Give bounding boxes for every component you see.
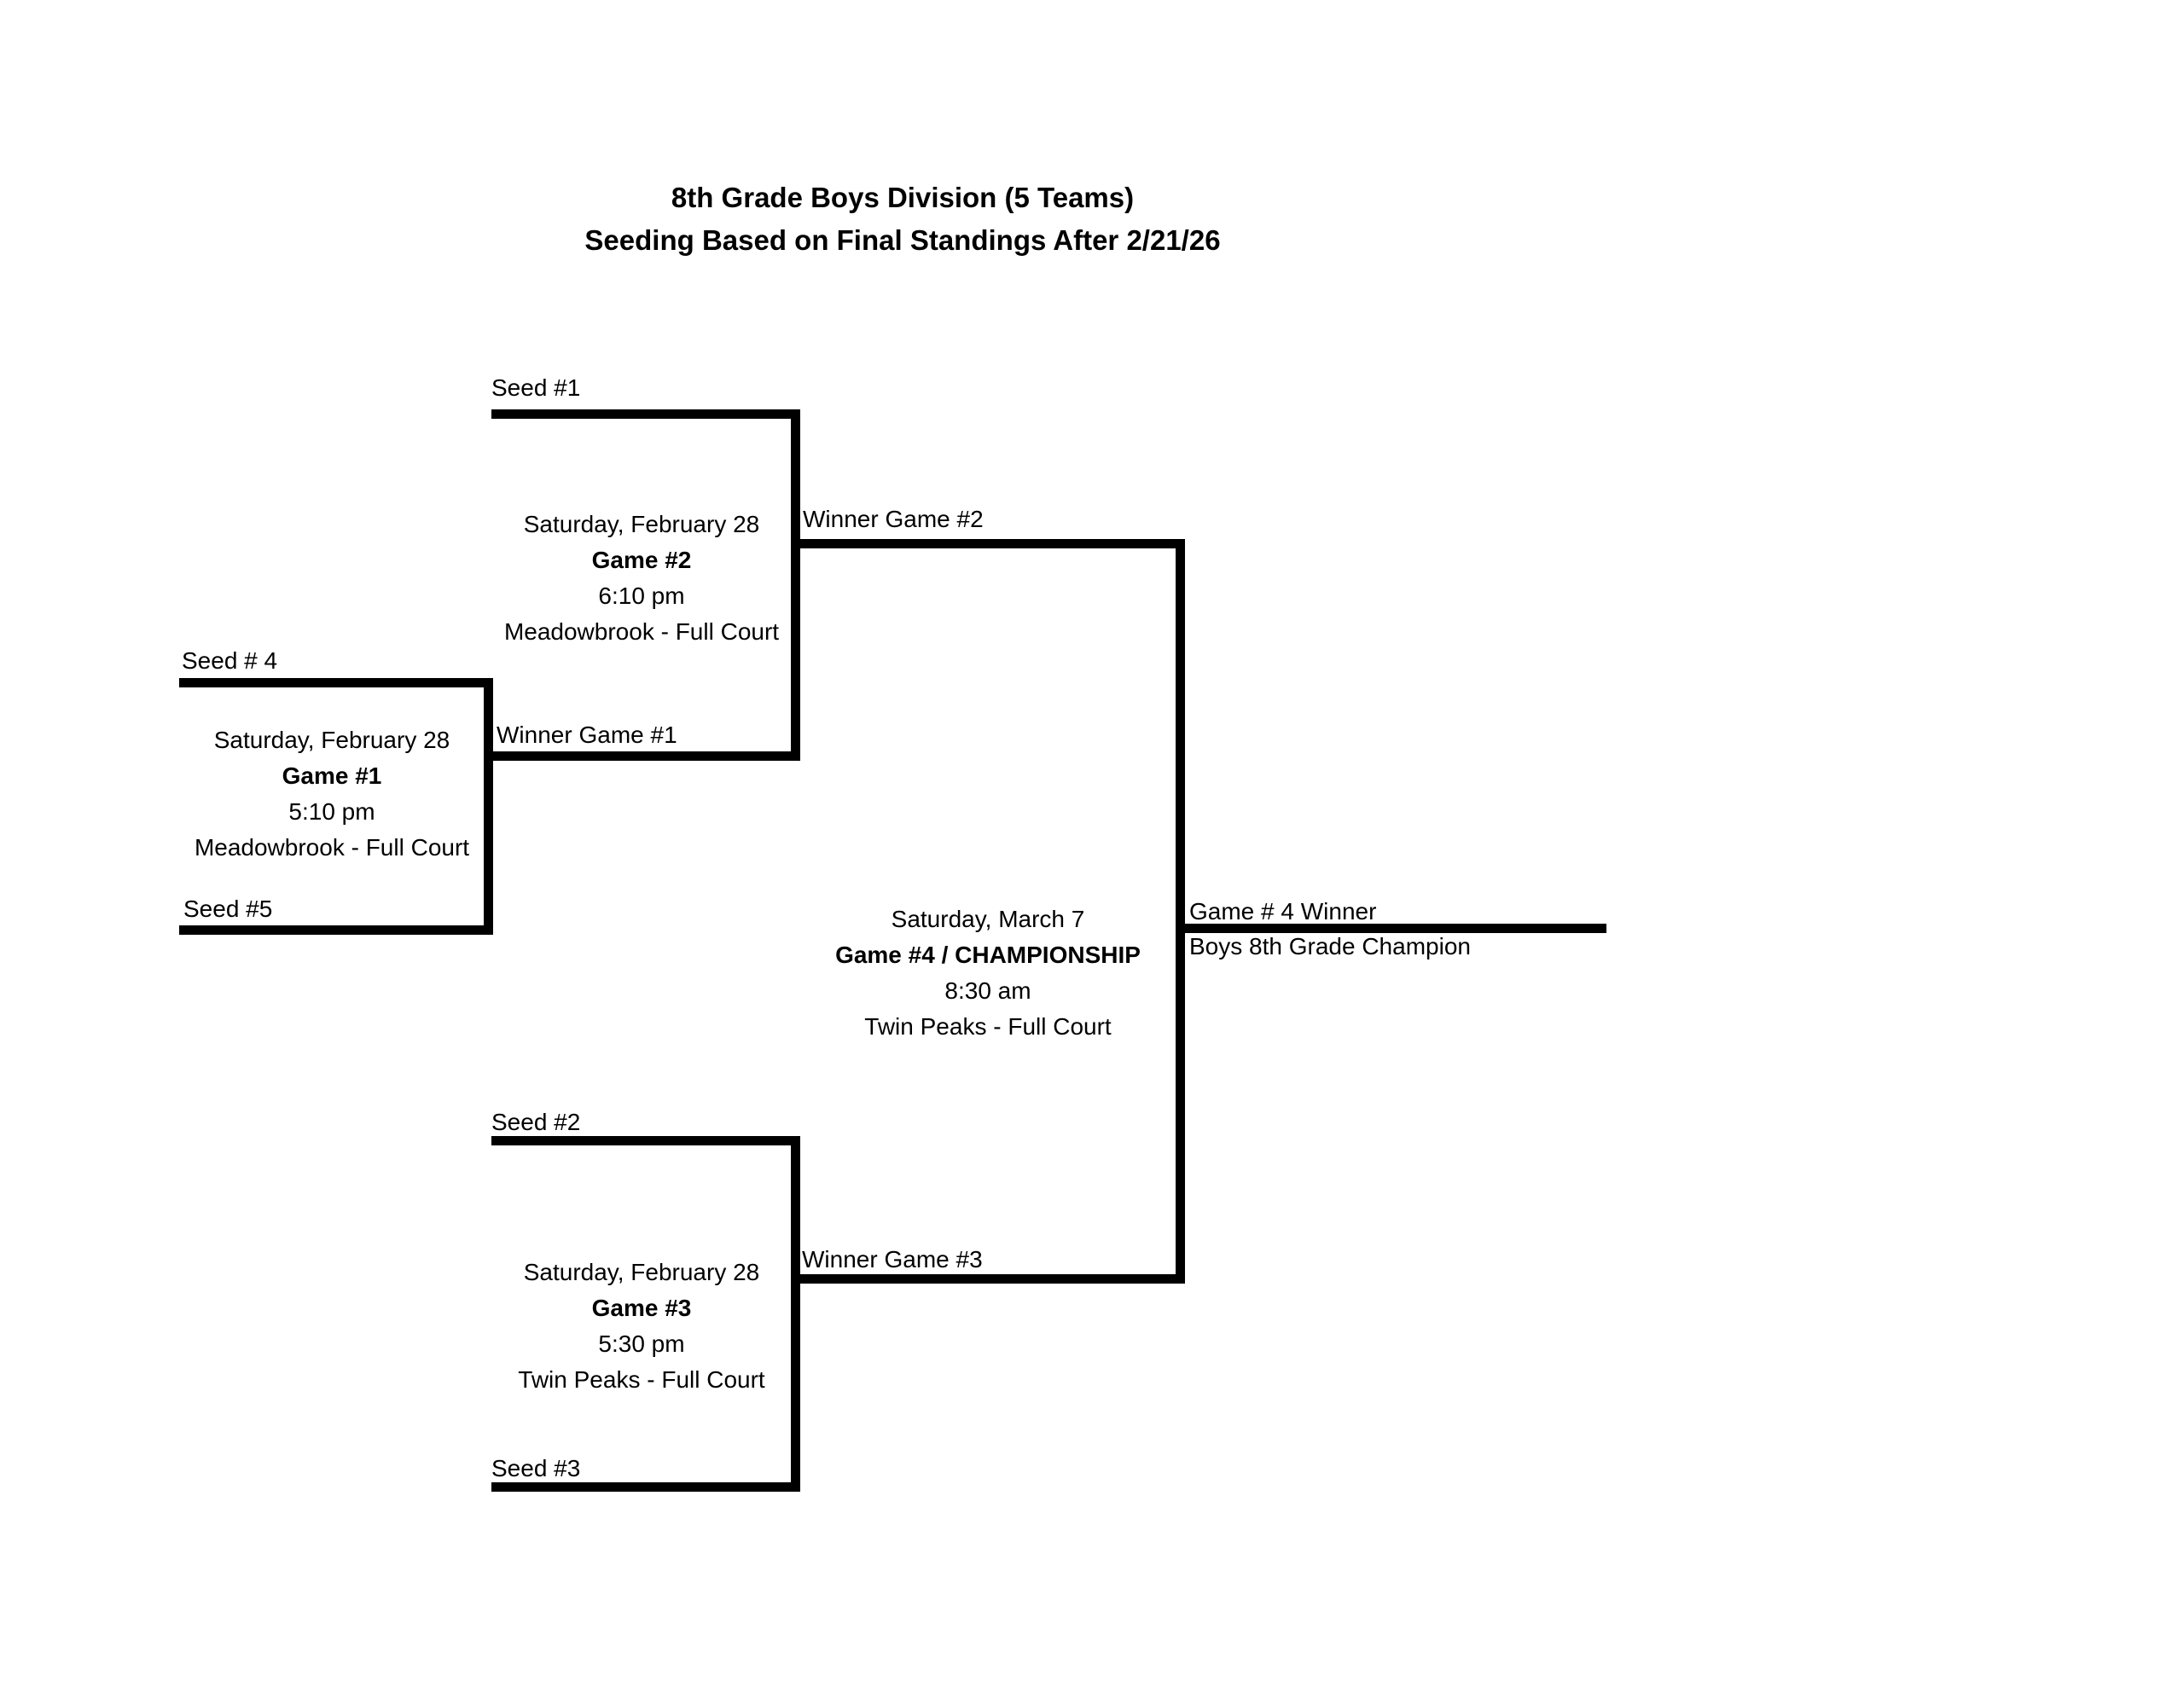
- game3-time: 5:30 pm: [598, 1330, 685, 1357]
- bracket-line-seed4-top: [179, 678, 493, 687]
- bracket-line-game2-vertical: [791, 409, 800, 760]
- winner-game3-label: Winner Game #3: [802, 1246, 983, 1272]
- bracket-line-winner-game1: [484, 751, 800, 761]
- game4-location: Twin Peaks - Full Court: [864, 1013, 1112, 1040]
- winner-game2-label: Winner Game #2: [803, 506, 984, 532]
- page-title-line1: 8th Grade Boys Division (5 Teams): [671, 182, 1135, 213]
- champion-label: Boys 8th Grade Champion: [1189, 933, 1471, 959]
- game1-name: Game #1: [282, 762, 382, 789]
- bracket-line-game3-vertical: [791, 1136, 800, 1491]
- game2-location: Meadowbrook - Full Court: [503, 618, 780, 645]
- bracket-line-seed2-top: [491, 1136, 800, 1145]
- game4-winner-label: Game # 4 Winner: [1189, 898, 1377, 925]
- seed2-label: Seed #2: [491, 1109, 581, 1135]
- game2-date: Saturday, February 28: [523, 511, 760, 537]
- game1-location: Meadowbrook - Full Court: [194, 834, 470, 861]
- game3-name: Game #3: [591, 1295, 692, 1321]
- game2-name: Game #2: [591, 547, 692, 573]
- seed1-label: Seed #1: [491, 374, 581, 401]
- bracket-line-seed3-bottom: [491, 1482, 800, 1492]
- page-title-line2: Seeding Based on Final Standings After 2…: [584, 224, 1221, 256]
- bracket-line-championship-vertical: [1176, 539, 1185, 1283]
- bracket-line-seed5-bottom: [179, 925, 493, 935]
- bracket-line-winner-game2: [791, 539, 1185, 548]
- game4-time: 8:30 am: [944, 977, 1031, 1004]
- game1-time: 5:10 pm: [288, 798, 375, 825]
- game3-location: Twin Peaks - Full Court: [518, 1366, 765, 1393]
- game1-info: Saturday, February 28 Game #1 5:10 pm Me…: [179, 722, 485, 866]
- game4-date: Saturday, March 7: [891, 906, 1085, 932]
- seed5-label: Seed #5: [183, 896, 273, 922]
- game2-time: 6:10 pm: [598, 583, 685, 609]
- winner-game1-label: Winner Game #1: [497, 722, 677, 748]
- game2-info: Saturday, February 28 Game #2 6:10 pm Me…: [491, 507, 792, 650]
- page-title: 8th Grade Boys Division (5 Teams) Seedin…: [476, 177, 1329, 262]
- game4-championship-info: Saturday, March 7 Game #4 / CHAMPIONSHIP…: [792, 901, 1184, 1045]
- bracket-line-seed1-top: [491, 409, 800, 419]
- game3-info: Saturday, February 28 Game #3 5:30 pm Tw…: [491, 1255, 792, 1398]
- bracket-line-winner-game3: [791, 1274, 1185, 1284]
- bracket-line-game1-vertical: [484, 678, 493, 935]
- bracket-line-champion: [1176, 924, 1606, 933]
- game4-name: Game #4 / CHAMPIONSHIP: [835, 942, 1141, 968]
- game3-date: Saturday, February 28: [523, 1259, 760, 1285]
- game1-date: Saturday, February 28: [213, 727, 450, 753]
- seed4-label: Seed # 4: [182, 647, 278, 674]
- seed3-label: Seed #3: [491, 1455, 581, 1481]
